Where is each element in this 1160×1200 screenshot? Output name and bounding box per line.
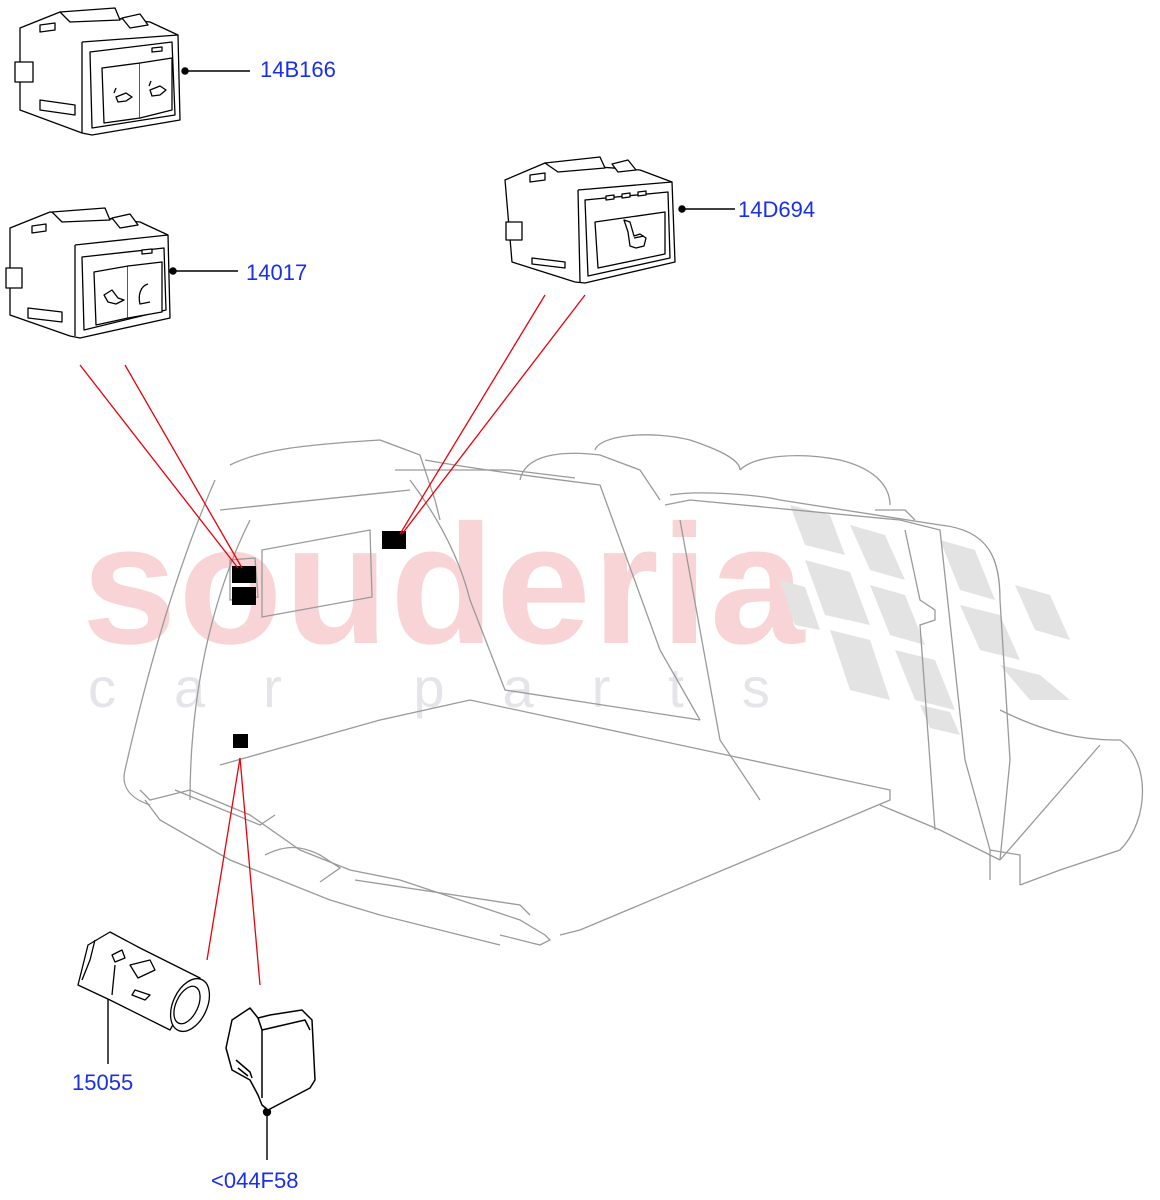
callout-14017[interactable]: 14017: [246, 260, 308, 285]
callout-15055[interactable]: 15055: [72, 1070, 134, 1095]
checkered-flag-watermark: [780, 505, 1070, 735]
callout-044F58[interactable]: <044F58: [211, 1168, 299, 1193]
marker-14B166: [232, 587, 256, 605]
marker-14D694: [382, 531, 406, 549]
callout-leader-lines: [104, 67, 735, 1160]
vehicle-rear-outline: [123, 434, 1144, 946]
watermark-brand: souderia: [82, 490, 807, 680]
heated-seat-switch-14D694-icon: [504, 156, 676, 284]
marker-15055: [233, 734, 248, 748]
callout-14B166[interactable]: 14B166: [260, 57, 336, 82]
power-socket-15055-icon: [77, 931, 211, 1033]
switch-module-14017-icon: [5, 207, 171, 339]
switch-module-14B166-icon: [14, 7, 181, 136]
red-leader-lines: [79, 294, 586, 986]
location-markers: [232, 531, 406, 748]
socket-cap-044F58-icon: [225, 1007, 316, 1111]
callout-14D694[interactable]: 14D694: [738, 197, 816, 222]
marker-14017: [232, 566, 256, 583]
